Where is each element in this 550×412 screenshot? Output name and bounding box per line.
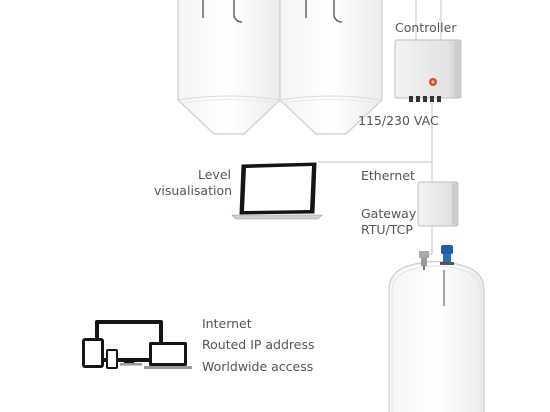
power-label: 115/230 VAC — [358, 113, 439, 128]
routed-ip-label: Routed IP address — [202, 337, 315, 352]
devices-icon — [82, 320, 192, 369]
level-label-line1: Level — [198, 167, 231, 182]
ethernet-label: Ethernet — [361, 168, 415, 183]
silo-2-probe-b — [333, 0, 343, 23]
level-sensor-2 — [440, 245, 454, 265]
gateway-label-line2: RTU/TCP — [361, 222, 413, 237]
controller-label: Controller — [395, 20, 457, 35]
silo-2 — [279, 0, 383, 135]
connection-lines — [318, 0, 442, 255]
controller-box — [394, 39, 462, 102]
internet-label: Internet — [202, 316, 252, 331]
level-label-line2: visualisation — [154, 183, 233, 198]
laptop-icon — [231, 162, 323, 220]
silo-1-probe-b — [233, 0, 243, 23]
silo-1 — [177, 0, 281, 135]
tank — [388, 260, 485, 412]
gateway-box — [417, 181, 459, 227]
worldwide-label: Worldwide access — [202, 359, 314, 374]
level-sensor-1 — [419, 251, 429, 270]
gateway-label-line1: Gateway — [361, 206, 417, 221]
